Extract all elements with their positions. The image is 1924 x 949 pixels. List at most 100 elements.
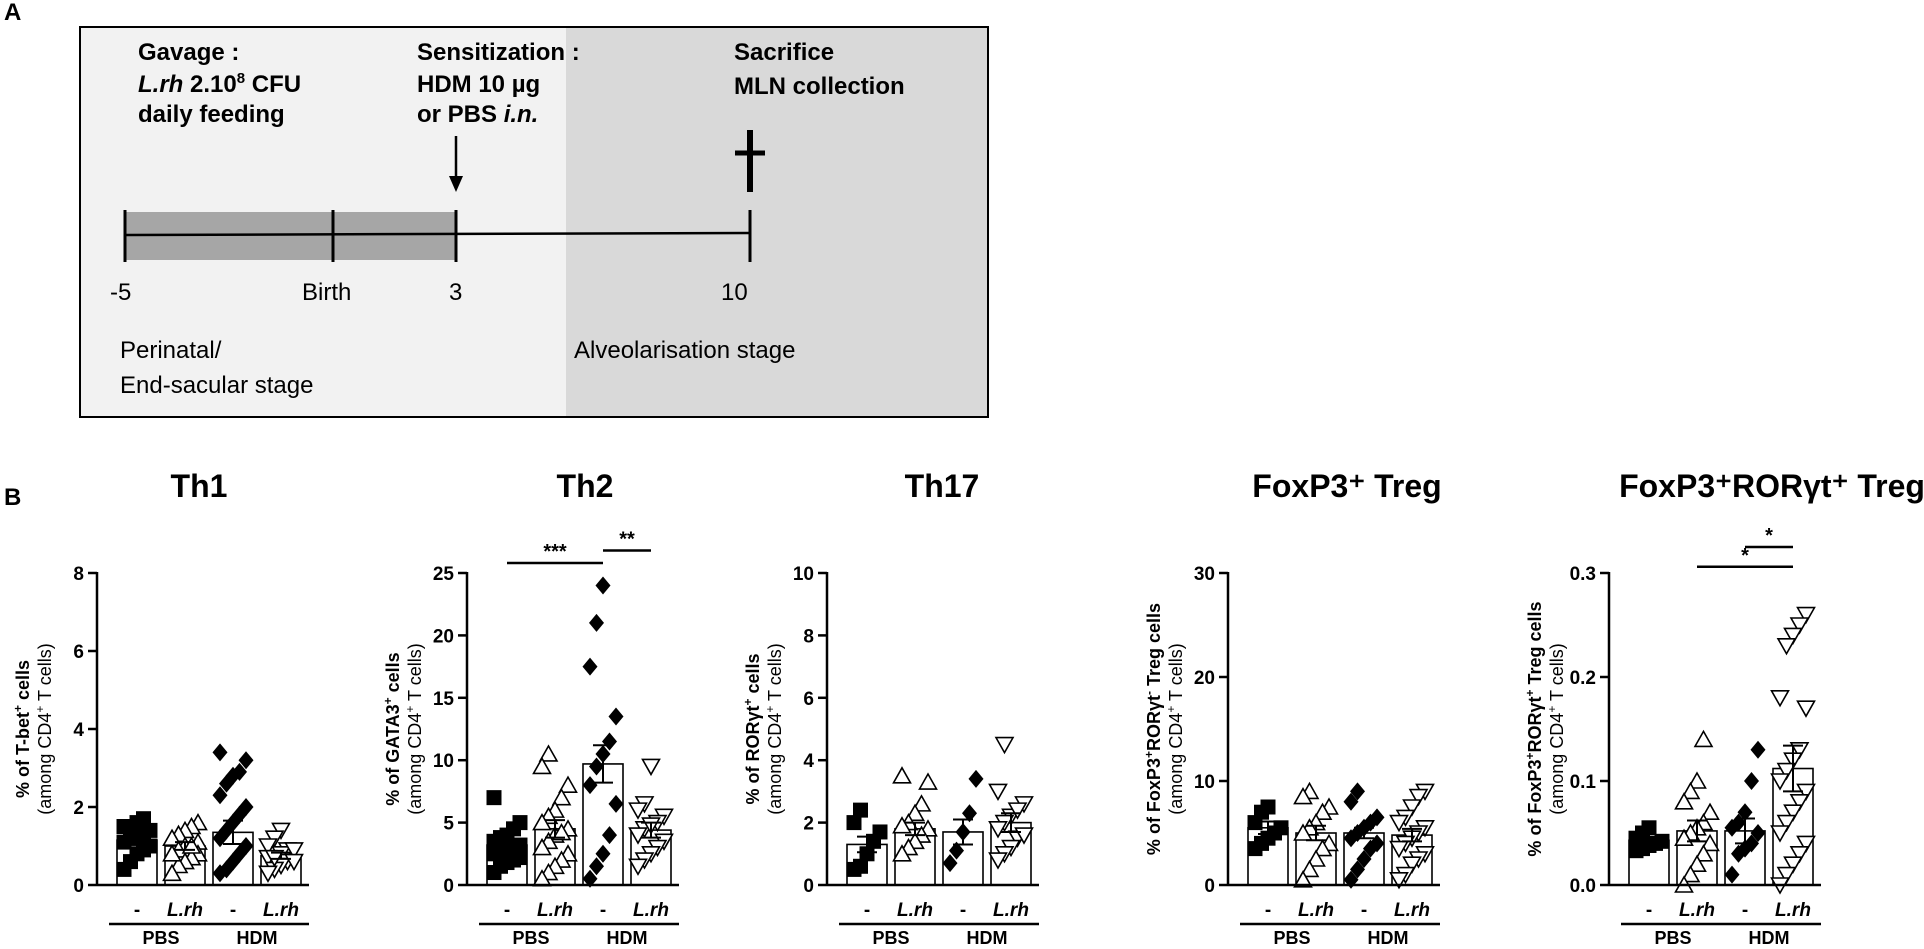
sensitization-route: or PBS i.n. xyxy=(417,101,538,128)
y-tick-label: 4 xyxy=(73,720,84,741)
chart-4: FoxP3⁺ Treg% of FoxP3+RORγt- Treg cells(… xyxy=(1142,468,1442,948)
triangle-down-marker xyxy=(1770,773,1790,791)
y-tick-label: 8 xyxy=(73,564,84,585)
triangle-down-marker xyxy=(1389,840,1409,859)
triangle-up-marker xyxy=(918,772,938,790)
significance-label: * xyxy=(1765,525,1773,547)
y-tick-label: 10 xyxy=(793,564,814,585)
diamond-marker xyxy=(1356,850,1372,868)
chart-5: FoxP3⁺RORγt⁺ Treg % of FoxP3+RORγt+ Treg … xyxy=(1523,468,1924,948)
triangle-up-marker xyxy=(1693,729,1714,748)
triangle-down-marker xyxy=(1789,793,1810,812)
chart-title: FoxP3⁺ Treg xyxy=(1252,468,1441,504)
chart-1: Th1% of T-bet+ cells(among CD4+ T cells)… xyxy=(11,468,309,948)
square-marker xyxy=(136,811,151,827)
diamond-marker xyxy=(1737,803,1753,822)
x-category-label: L.rh xyxy=(1775,900,1811,921)
stage-perinatal-line1: Perinatal/ xyxy=(120,337,222,364)
triangle-up-marker xyxy=(1700,833,1720,852)
y-tick-label: 0.0 xyxy=(1570,876,1596,897)
triangle-down-marker xyxy=(1783,804,1803,822)
triangle-down-marker xyxy=(988,783,1008,802)
square-marker xyxy=(1247,815,1263,831)
diamond-marker xyxy=(595,576,611,595)
diamond-marker xyxy=(962,804,977,823)
triangle-up-marker xyxy=(1293,870,1313,888)
y-tick-label: 0 xyxy=(73,876,84,897)
group-label: HDM xyxy=(1368,928,1409,948)
x-category-label: - xyxy=(960,900,966,921)
timeline-dark-background xyxy=(566,27,988,417)
square-marker xyxy=(846,861,862,877)
chart-title: FoxP3⁺RORγt⁺ Treg xyxy=(1619,468,1924,504)
y-tick-label: 15 xyxy=(433,689,455,710)
triangle-up-marker xyxy=(1687,854,1707,873)
y-axis-label: % of FoxP3+RORγt+ Treg cells xyxy=(1523,601,1545,856)
y-axis-label: % of T-bet+ cells xyxy=(11,660,33,798)
square-marker xyxy=(859,846,875,862)
square-marker xyxy=(493,845,508,861)
x-category-label: L.rh xyxy=(897,900,933,921)
panel-label-b: B xyxy=(4,484,21,511)
triangle-up-marker xyxy=(1693,844,1714,862)
square-marker xyxy=(486,790,502,806)
y-tick-label: 10 xyxy=(433,751,454,772)
triangle-down-marker xyxy=(1776,637,1797,656)
diamond-marker xyxy=(608,794,624,813)
triangle-down-marker xyxy=(1796,835,1816,854)
y-axis-sublabel: (among CD4+ T cells) xyxy=(33,643,55,814)
x-category-label: L.rh xyxy=(167,900,203,921)
triangle-down-marker xyxy=(1402,856,1422,874)
triangle-up-marker xyxy=(1306,849,1326,867)
y-tick-label: 6 xyxy=(803,689,814,710)
triangle-down-marker xyxy=(1389,871,1409,890)
timeline-axis xyxy=(124,231,751,237)
diamond-marker xyxy=(602,826,617,845)
triangle-up-marker xyxy=(532,756,552,775)
y-axis-label: % of RORγt+ cells xyxy=(741,653,763,804)
triangle-down-marker xyxy=(1783,856,1803,874)
triangle-up-marker xyxy=(905,803,925,822)
square-marker xyxy=(853,802,868,818)
triangle-down-marker xyxy=(628,802,648,820)
group-label: HDM xyxy=(967,928,1008,948)
triangle-up-marker xyxy=(558,775,578,793)
gavage-dose: L.rh 2.108 CFU xyxy=(138,70,301,98)
triangle-up-marker xyxy=(538,744,559,762)
triangle-down-marker xyxy=(1408,788,1429,807)
chart-title: Th2 xyxy=(557,468,614,504)
square-marker xyxy=(1628,843,1644,859)
diamond-marker xyxy=(1750,824,1766,842)
x-category-label: L.rh xyxy=(263,900,299,921)
y-tick-label: 25 xyxy=(433,564,455,585)
diamond-marker xyxy=(212,864,228,883)
diamond-marker xyxy=(949,841,964,860)
triangle-down-marker xyxy=(1796,700,1816,718)
y-tick-label: 20 xyxy=(433,626,454,647)
diamond-marker xyxy=(589,857,604,876)
diamond-marker xyxy=(589,757,604,776)
y-axis-sublabel: (among CD4+ T cells) xyxy=(1164,643,1186,814)
triangle-up-marker xyxy=(551,822,572,841)
triangle-up-marker xyxy=(1299,859,1320,878)
stage-alveolarisation: Alveolarisation stage xyxy=(574,337,795,364)
triangle-down-marker xyxy=(1402,799,1422,817)
x-category-label: - xyxy=(1646,900,1652,921)
group-label: PBS xyxy=(872,928,909,948)
x-category-label: - xyxy=(1742,900,1748,921)
triangle-down-marker xyxy=(1776,814,1797,833)
diamond-marker xyxy=(1343,792,1359,811)
gavage-schedule: daily feeding xyxy=(138,101,285,128)
timeline-label-3: 3 xyxy=(449,279,462,306)
triangle-down-marker xyxy=(1770,689,1790,708)
triangle-up-marker xyxy=(1700,802,1720,821)
square-marker xyxy=(846,815,862,831)
y-axis-label: % of GATA3+ cells xyxy=(381,652,403,805)
y-tick-label: 4 xyxy=(803,751,814,772)
x-category-label: - xyxy=(504,900,510,921)
y-tick-label: 10 xyxy=(1194,772,1215,793)
timeline-label-10: 10 xyxy=(721,279,748,306)
diamond-marker xyxy=(595,844,611,863)
y-tick-label: 0 xyxy=(803,876,814,897)
stage-perinatal-line2: End-sacular stage xyxy=(120,372,313,399)
